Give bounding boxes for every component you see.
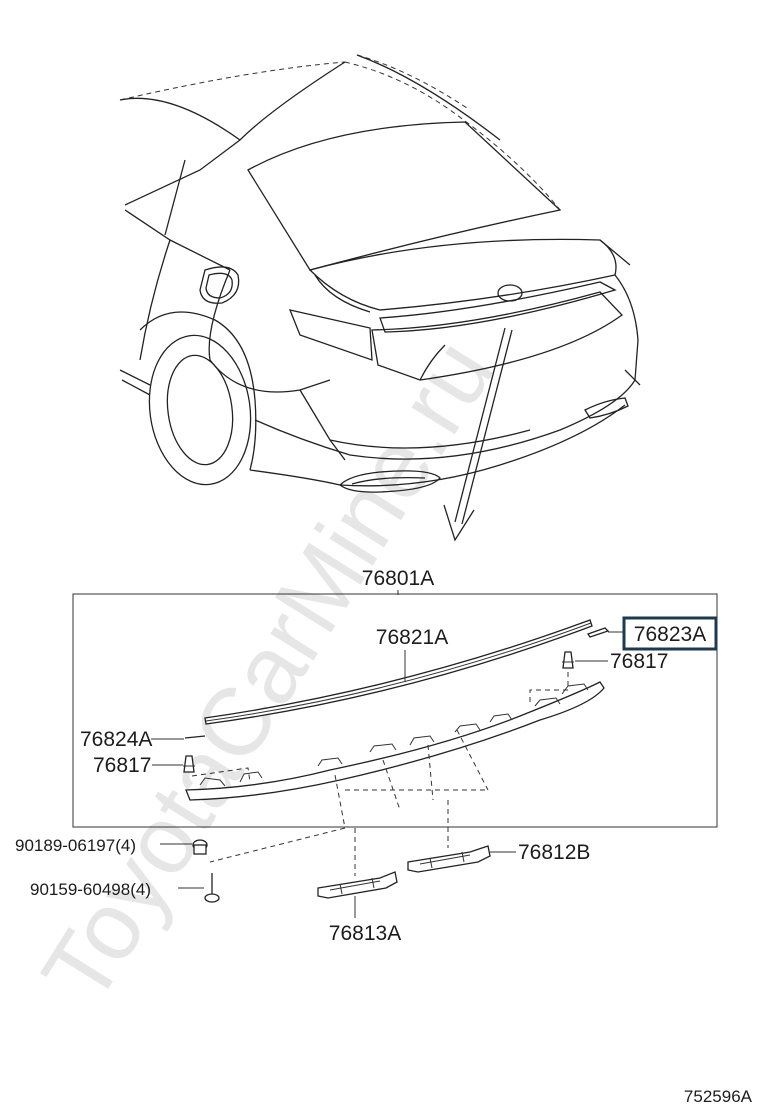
assembly-label: 76801A — [362, 567, 434, 590]
tape-label: 76824A — [80, 728, 152, 751]
clip-right-label: 76817 — [610, 650, 668, 673]
screw-label: 90159-60498(4) — [30, 880, 151, 899]
molding-strip — [204, 619, 593, 725]
tape-part — [184, 735, 206, 739]
car-rear-illustration — [119, 54, 641, 542]
end-cap-part — [586, 627, 610, 638]
bracket-left-label: 76813A — [329, 922, 401, 945]
garnish-base — [185, 681, 605, 801]
bracket-right — [407, 845, 491, 873]
screw-part — [204, 873, 220, 903]
nut-part — [192, 839, 208, 855]
clip-left-label: 76817 — [93, 754, 151, 777]
clip-left — [183, 755, 195, 773]
clip-right — [562, 651, 574, 669]
molding-label: 76821A — [376, 626, 448, 649]
diagram-id: 752596A — [684, 1087, 753, 1106]
highlighted-part-label: 76823A — [634, 623, 706, 646]
bracket-right-label: 76812B — [518, 841, 590, 864]
nut-label: 90189-06197(4) — [15, 836, 136, 855]
assembly-box — [72, 593, 718, 828]
highlight-box — [622, 616, 718, 651]
bracket-left — [317, 871, 398, 899]
